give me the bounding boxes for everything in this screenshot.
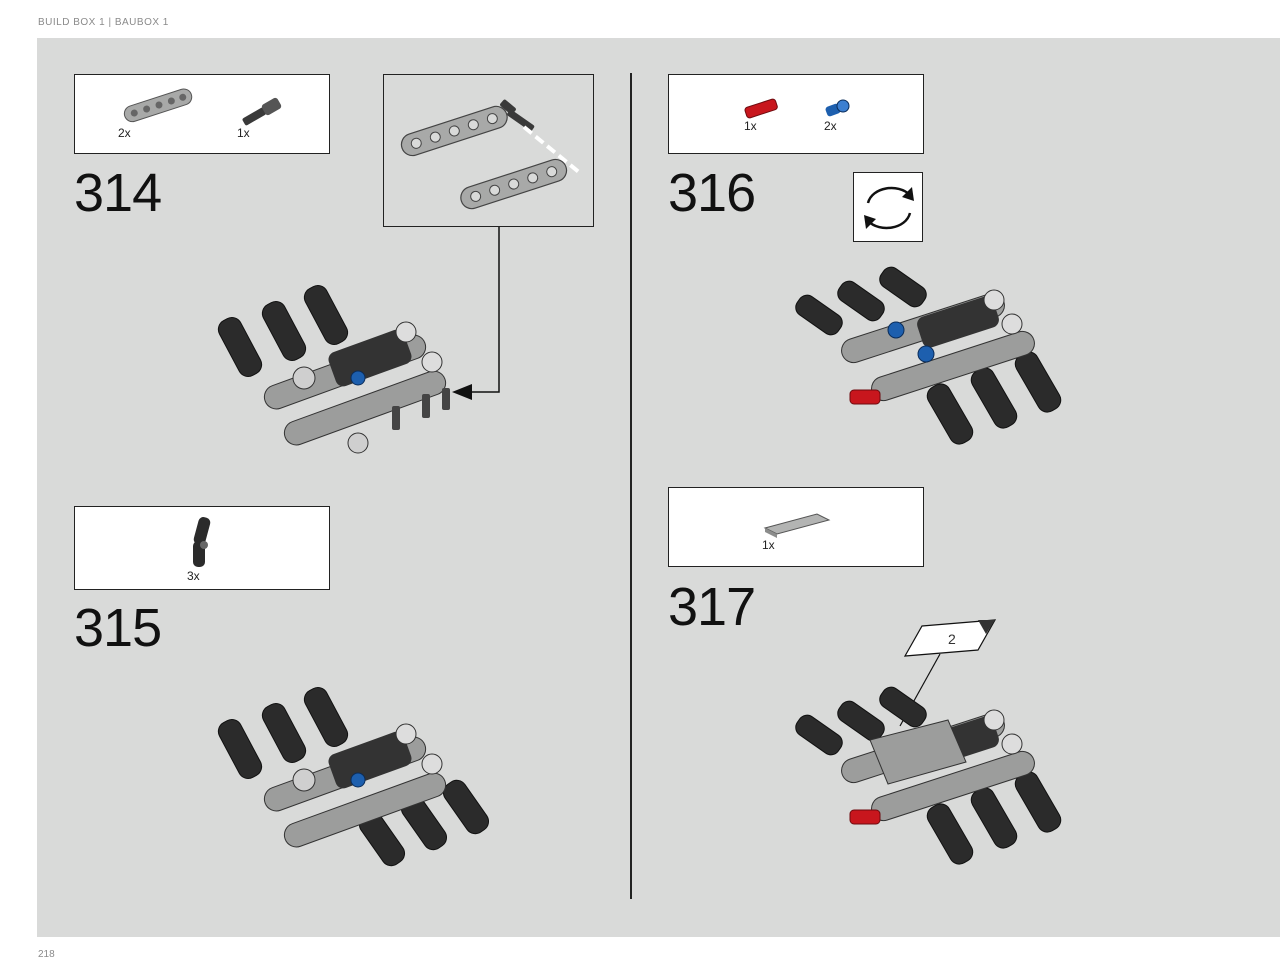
sticker-placement-icon: 2	[899, 619, 997, 727]
column-divider	[630, 73, 632, 899]
page-number: 218	[38, 949, 55, 960]
part-qty: 2x	[824, 119, 837, 133]
parts-list-317: 1x	[668, 487, 924, 567]
gray-beam-5-icon	[123, 88, 193, 123]
black-angled-connector-icon	[193, 517, 211, 567]
rotate-model-box	[853, 172, 923, 242]
part-qty: 2x	[118, 126, 131, 140]
callout-beam-assembly-icon	[400, 99, 582, 210]
rotate-model-icon	[864, 186, 914, 230]
callout-box-314	[383, 74, 594, 227]
instruction-sheet	[37, 38, 1280, 937]
part-qty: 1x	[762, 538, 775, 552]
parts-list-314: 2x 1x	[74, 74, 330, 154]
black-axle-pin-icon	[242, 97, 282, 126]
assembly-model-317	[795, 686, 1062, 865]
page-header: BUILD BOX 1 | BAUBOX 1	[38, 17, 169, 28]
red-axle-connector-icon	[744, 98, 778, 119]
step-number-316: 316	[668, 163, 756, 223]
blue-pin-icon	[825, 99, 850, 117]
assembly-model-314	[217, 285, 450, 454]
step-number-314: 314	[74, 163, 162, 223]
assembly-model-316	[795, 266, 1062, 445]
step-number-317: 317	[668, 577, 756, 637]
part-qty: 3x	[187, 569, 200, 583]
part-qty: 1x	[237, 126, 250, 140]
assembly-model-315	[217, 687, 490, 867]
parts-list-315: 3x	[74, 506, 330, 590]
parts-list-316: 1x 2x	[668, 74, 924, 154]
svg-text:2: 2	[948, 631, 956, 647]
gray-tile-icon	[763, 513, 831, 538]
part-qty: 1x	[744, 119, 757, 133]
step-number-315: 315	[74, 598, 162, 658]
